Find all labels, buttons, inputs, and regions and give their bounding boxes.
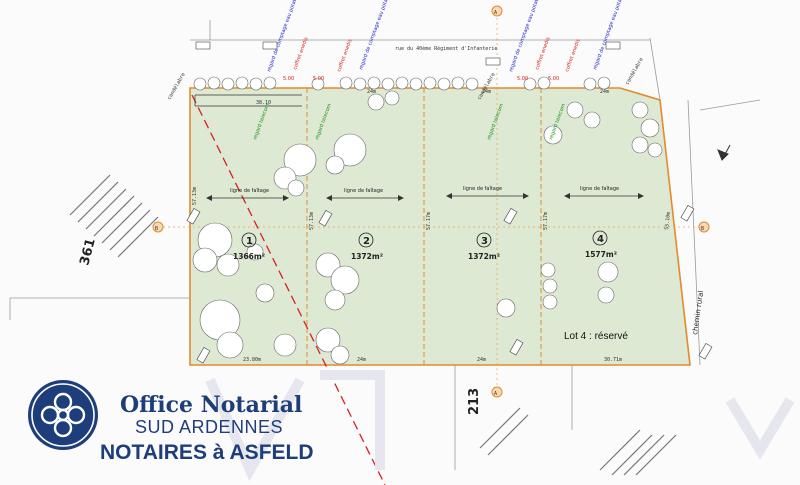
lot-2-number: 2	[363, 236, 370, 247]
parcel-bottom-number: 213	[467, 388, 482, 415]
utility-label-6: coffret enedis	[534, 36, 552, 71]
top-dim-1: 38.10	[256, 100, 271, 106]
bottom-dim-3: 24m	[477, 357, 486, 363]
logo-subtitle: SUD ARDENNES	[135, 417, 284, 437]
ridge-label-2: ligne de faîtage	[344, 187, 383, 194]
ridge-label-1: ligne de faîtage	[230, 187, 269, 194]
utility-label-3: coffret enedis	[336, 38, 354, 73]
side-dim-5: 55.10m	[664, 212, 672, 231]
lot-3-area: 1372m²	[468, 252, 500, 261]
top-dim-2: 24m	[367, 89, 376, 95]
street-label: rue du 40ème Régiment d'Infanterie	[395, 45, 497, 52]
lot-4-number: 4	[597, 234, 604, 245]
marker-b-right: B	[701, 226, 704, 232]
lot-1-number: 1	[246, 236, 253, 247]
ridge-label-3: ligne de faîtage	[463, 185, 502, 192]
utility-label-8: regard de comptage eau potable	[592, 0, 626, 71]
ridge-label-4: ligne de faîtage	[580, 185, 619, 192]
chemin-label: chemin rural	[691, 290, 705, 335]
logo-title: Office Notarial	[120, 392, 303, 418]
utility-label-4: regard de comptage eau potable	[358, 0, 392, 71]
candelabre-label-3: candélabre	[624, 56, 645, 86]
top-dim-4: 24m	[600, 89, 609, 95]
side-dim-3: 57.17m	[426, 212, 432, 230]
marker-b-left: B	[155, 226, 158, 232]
bottom-dim-2: 24m	[357, 357, 366, 363]
logo-tagline: NOTAIRES à ASFELD	[100, 441, 314, 464]
bottom-dim-4: 30.71m	[604, 357, 622, 363]
candelabre-label-1: candélabre	[166, 71, 187, 101]
offset-2: 5.00	[313, 76, 324, 82]
lot-3-number: 3	[481, 236, 488, 247]
office-logo: Office Notarial SUD ARDENNES NOTAIRES à …	[28, 380, 338, 472]
side-dim-4: 57.17m	[543, 212, 549, 230]
top-dim-3: 24m	[482, 89, 491, 95]
marker-a-top: A	[494, 10, 497, 16]
side-dim-1: 57.13m	[192, 187, 198, 205]
lot-1-area: 1366m²	[233, 252, 265, 261]
bottom-dim-1: 23.80m	[243, 357, 261, 363]
utility-label-7: coffret enedis	[564, 38, 582, 73]
utility-label-2: coffret enedis	[292, 36, 310, 71]
offset-3: 5.00	[517, 76, 528, 82]
marker-a-bottom: A	[494, 391, 497, 397]
reserved-note: Lot 4 : réservé	[564, 331, 628, 342]
side-dim-2: 57.13m	[309, 212, 315, 230]
lot-2-area: 1372m²	[351, 252, 383, 261]
parcel-left-number: 361	[77, 237, 99, 267]
logo-emblem-icon	[28, 380, 98, 450]
offset-1: 5.00	[283, 76, 294, 82]
offset-4: 5.00	[548, 76, 559, 82]
lot-4-area: 1577m²	[585, 250, 617, 259]
